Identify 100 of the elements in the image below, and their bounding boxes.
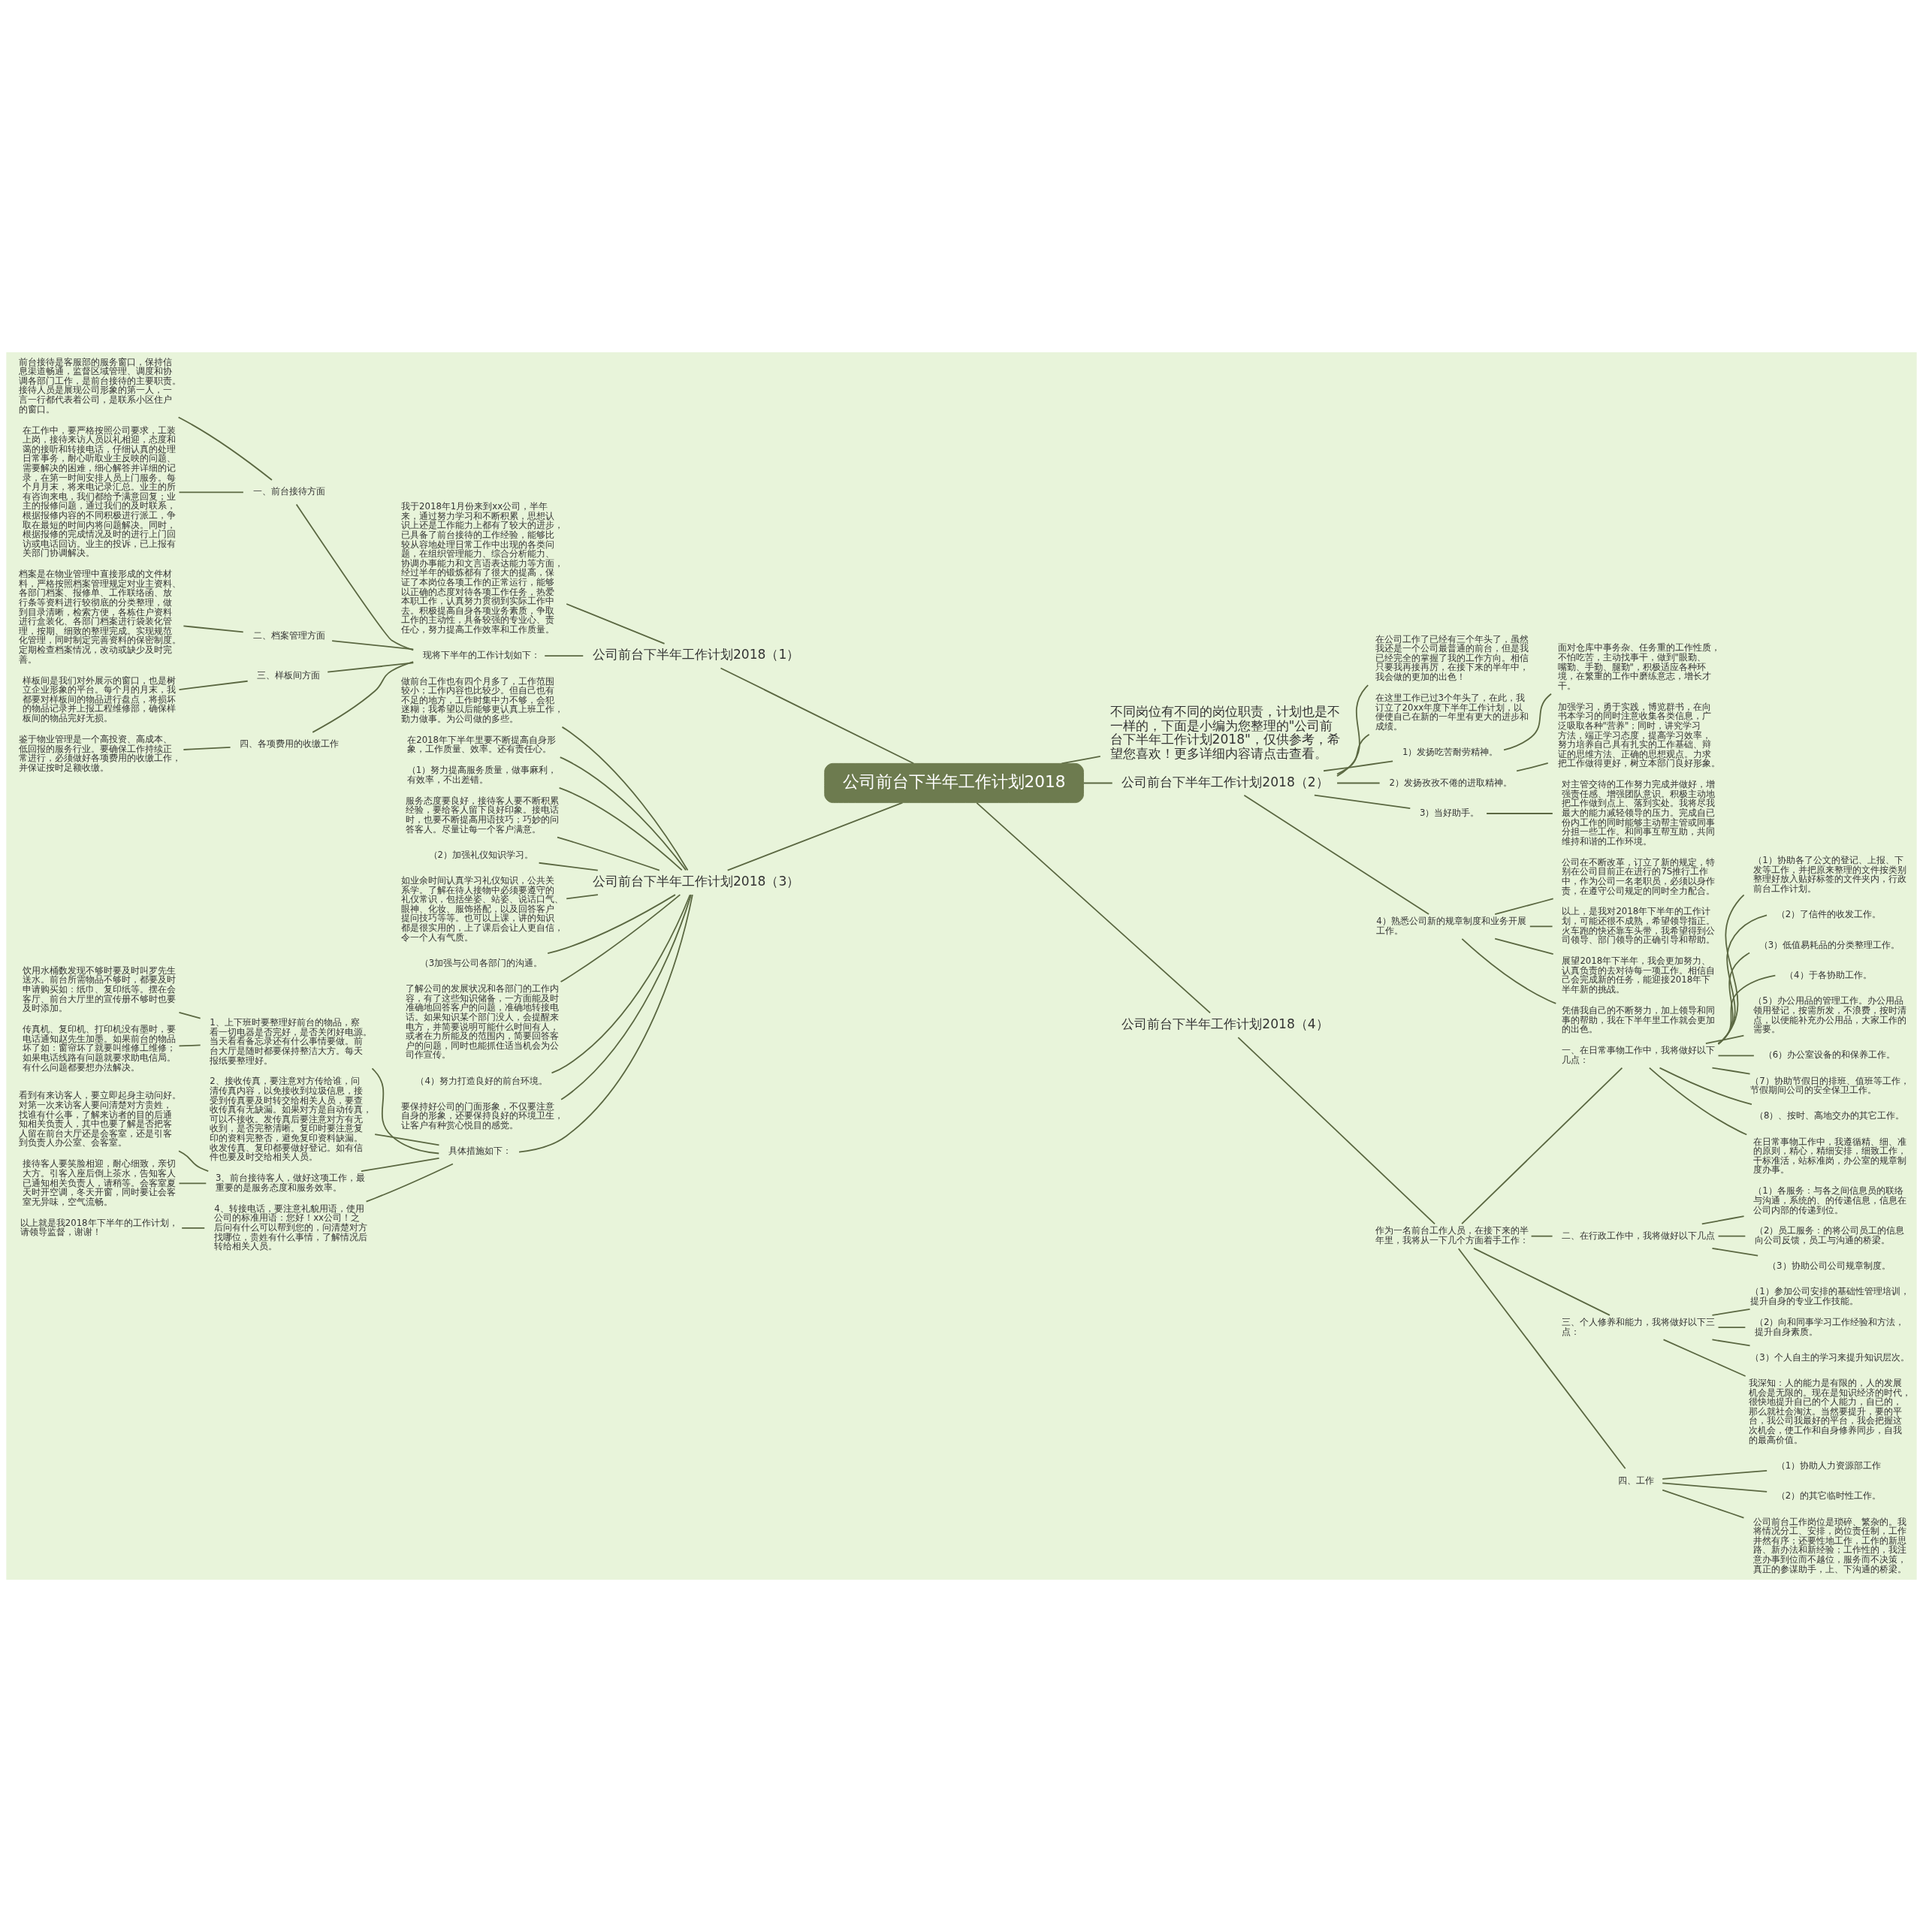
node-text: （1）努力提高服务质量，做事麻利，有效率，不出差错。: [406, 765, 557, 785]
node-text: 作为一名前台工作人员，在接下来的半年里，我将从一下几个方面着手工作：: [1375, 1225, 1529, 1246]
node-text: 公司前台下半年工作计划2018（4）: [1121, 1016, 1329, 1032]
node-text: 三、样板间方面: [257, 670, 321, 681]
connector: [327, 662, 415, 673]
node-box: 公司前台下半年工作计划2018: [824, 762, 1084, 804]
connector: [1494, 937, 1554, 955]
connector: [726, 801, 904, 871]
connector: [183, 625, 244, 633]
connector: [566, 894, 599, 900]
connector: [551, 894, 691, 1074]
node-text: 公司前台工作岗位是琐碎、繁杂的。我将情况分工、安排，岗位责任制，工作井然有序；还要性地工作，工作的新思路、新办法和新经验；工作性的，我注意办事到位而不越位，服务而不决策，真正的参谋助手，上、下沟通的桥梁。: [1753, 1516, 1907, 1574]
connector: [560, 894, 692, 1100]
connector: [1243, 794, 1429, 915]
connector: [720, 667, 915, 765]
node-text: 以上，是我对2018年下半年的工作计划，可能还很不成熟，希望领导指正。火车跑的快还靠车头带，我希望得到公司领导、部门领导的正确引导和帮助。: [1562, 906, 1716, 946]
node-text: 在日常事物工作中，我遵循精、细、准的原则，精心，精细安排，细致工作，干标准活，站标准岗，办公室的规章制度办事。: [1753, 1136, 1907, 1176]
connector: [1717, 952, 1750, 1045]
connector: [178, 1150, 210, 1173]
connector: [1336, 684, 1369, 777]
node-text: 面对仓库中事务杂、任务重的工作性质，不怕吃苦，主动找事干，做到"眼勤、嘴勤、手勤、腿勤"，积极适应各种环境，在繁重的工作中磨练意志，增长才干。: [1557, 642, 1720, 691]
connector: [178, 680, 249, 690]
node-text: 3、前台接待客人，做好这项工作，最重要的是服务态度和服务效率。: [216, 1173, 366, 1193]
node-text: 如业余时间认真学习礼仪知识，公共关系学。了解在待人接物中必须要遵守的礼仪常识，包括坐姿、站姿、说话口气、眼神、化妆、服饰搭配，以及回答客户提问技巧等等。也可以上课，讲的知识都是很实用的，上了课后会让人更自信，令一个人有气质。: [401, 875, 564, 943]
node-text: （2）的其它临时性工作。: [1776, 1490, 1882, 1502]
connector: [1494, 898, 1554, 915]
connector: [1237, 1037, 1435, 1225]
connector: [1662, 1482, 1768, 1493]
connector: [1503, 693, 1552, 751]
node-text: 展望2018年下半年，我会更加努力、认真负责的去对待每一项工作。相信自己会完成新的任务，能迎接2018年下半年新的挑战。: [1562, 955, 1716, 995]
connector: [1336, 733, 1370, 775]
connector: [1717, 1055, 1755, 1057]
connector: [360, 1157, 440, 1173]
connector: [371, 1067, 440, 1155]
connector: [544, 655, 584, 657]
connector: [178, 1182, 207, 1185]
node-text: 2）发扬孜孜不倦的进取精神。: [1389, 777, 1512, 788]
node-text: 接待客人要笑脸相迎，耐心细致，亲切大方。引客入座后倒上茶水，告知客人已通知相关负责人，请稍等。会客室夏天时开空调，冬天开窗，同时要让会客室无异味，空气流畅。: [23, 1158, 177, 1207]
node-text: 在公司工作了已经有三个年头了，虽然我还是一个公司最普通的前台，但是我已经完全的掌握了我的工作方向。相信只要我再接再厉，在接下来的半年中，我会做的更加的出色！: [1375, 633, 1529, 683]
connector: [1711, 1067, 1751, 1075]
node-text: （2）员工服务：的将公司员工的信息向公司反馈，员工与沟通的桥梁。: [1755, 1225, 1905, 1246]
node-text: 要保持好公司的门面形象，不仅要注意自身的形象，还要保持良好的环境卫生，让客户有种赏心悦目的感觉。: [401, 1100, 564, 1131]
connector: [1711, 1309, 1751, 1316]
node-text: 样板间是我们对外展示的窗口，也是树立企业形象的平台。每个月的月末，我都要对样板间的物品进行盘点，将损坏的物品记录并上报工程维修部，确保样板间的物品完好无损。: [23, 675, 177, 724]
connector: [1473, 1248, 1611, 1316]
node-text: （3）低值易耗品的分类整理工作。: [1758, 939, 1900, 950]
node-text: 2、接收传真，要注意对方传给谁，问清传真内容，以免接收到垃圾信息，接受到传真要及时转交给相关人员，要查收传真有无缺漏。如果对方是自动传真，可以不接收。发传真后要注意对方有无收到，是否完整清晰。复印时要注意复印的资料完整否，避免复印资料缺漏。收发传真、复印都要做好登记。如有信件也要及时交给相关人员。: [210, 1076, 373, 1163]
node-text: （1）协助各了公文的登记、上报、下发等工作，并把原来整理的文件按类别整理好放入贴好标签的文件夹内，行政前台工作计划。: [1753, 855, 1907, 894]
node-text: 1）发扬吃苦耐劳精神。: [1402, 747, 1499, 758]
connector: [1461, 938, 1557, 1004]
connector: [1648, 1067, 1748, 1136]
node-text: 凭借我自己的不断努力，加上领导和同事的帮助，我在下半年里工作就会更加的出色。: [1562, 1004, 1716, 1035]
connector: [181, 1227, 206, 1229]
connector: [1457, 1248, 1626, 1469]
connector: [1486, 813, 1553, 814]
connector: [1662, 1339, 1746, 1377]
connector: [1717, 914, 1768, 1045]
node-text: 公司在不断改革，订立了新的规定，特别在公司目前正在进行的7S推行工作中，作为公司一名老职员，必须以身作责，在遵守公司规定的同时全力配合。: [1562, 856, 1716, 896]
connector: [1659, 1067, 1752, 1105]
connector: [183, 747, 231, 750]
connector: [1711, 1248, 1759, 1257]
node-text: 鉴于物业管理是一个高投资、高成本、低回报的服务行业。要确保工作持续正常进行，必须做好各项费用的收缴工作，并保证按时足额收缴。: [18, 733, 181, 773]
node-text: 一、在日常事物工作中，我将做好以下几点：: [1562, 1045, 1716, 1065]
node-text: 服务态度要良好，接待客人要不断积累经验，要给客人留下良好印象。接电话时，也要不断提高用语技巧；巧妙的问答客人。尽量让每一个客户满意。: [405, 795, 559, 835]
node-text: 不同岗位有不同的岗位职责，计划也是不一样的，下面是小编为您整理的"公司前台下半年工作计划2018"，仅供参考，希望您喜欢！更多详细内容请点击查看。: [1109, 703, 1340, 762]
node-text: （2）加强礼仪知识学习。: [428, 849, 534, 860]
connector: [1082, 782, 1113, 784]
node-text: 传真机、复印机、打印机没有墨时，要电话通知赵先生加墨。如果前台的物品坏了如：窗帘坏了就要叫维修工维修；如果电话线路有问题就要求助电信局。有什么问题都要想办法解决。: [23, 1024, 177, 1073]
connector: [331, 640, 415, 651]
node-text: 4、转接电话，要注意礼貌用语，使用公司的标准用语：您好！xx公司！之后问有什么可以帮到您的，问清楚对方找哪位，贵姓有什么事情，了解情况后转给相关人员。: [214, 1203, 368, 1252]
node-text: （1）各服务：与各之间信息员的联络与沟通，系统的、的传递信息，信息在公司内部的传递到位。: [1753, 1185, 1907, 1215]
connector: [1701, 1215, 1745, 1225]
connector: [178, 1012, 201, 1019]
connector: [312, 661, 414, 733]
connector: [1516, 762, 1549, 772]
node-text: 1、上下班时要整理好前台的物品，察看一切电器是否完好，是否关闭好电源。当天看看备忘录还有什么事情要做。前台大厅是随时都要保持整洁大方。每天报纸要整理好。: [210, 1017, 373, 1066]
node-text: （4）努力打造良好的前台环境。: [415, 1075, 548, 1086]
node-text: 在工作中，要严格按照公司要求，工装上岗，接待来访人员以礼相迎，态度和蔼的接听和转接电话，仔细认真的处理日常事务，耐心听取业主反映的问题、需要解决的困难，细心解答并详细的记录，在第一时间安排人员上门服务。每个月月末，将来电记录汇总。业主的所有咨询来电，我们都给予满意回复；业主的报修问题，通过我们的及时联系，根据报修内容的不同积极进行派工，争取在最短的时间内将问题解决。同时，根据报修的完成情况及时的进行上门回访或电话回访。业主的投诉，已上报有关部门协调解决。: [23, 424, 177, 559]
node-text: 公司前台下半年工作计划2018（1）: [592, 647, 800, 663]
node-text: 对主管交待的工作努力完成并做好，增强责任感、增强团队意识。积极主动地把工作做到点上、落到实处。我将尽我最大的能力减轻领导的压力。完成自已份内工作的同时能够主动帮主管或同事分担一些工作。和同事互帮互助，共同维持和谐的工作环境。: [1562, 779, 1716, 847]
node-text: （8）、按时、高地交办的其它工作。: [1755, 1110, 1905, 1121]
node-text: 公司前台下半年工作计划2018（3）: [592, 874, 800, 889]
node-text: 档案是在物业管理中直接形成的文件材料，严格按照档案管理规定对业主资料、各部门档案、报修单、工作联络函、放行条等资料进行较彻底的分类整理，做到目录清晰，检索方便，各栋住户资料进行盒装化、各部门档案进行袋装化管理，按期、细致的整理完成。实现规范化管理，同时制定完善资料的保密制度。定期检查档案情况，改动或缺少及时完善。: [18, 569, 181, 665]
connector: [976, 801, 1211, 1014]
node-text: 公司前台下半年工作计划2018（2）: [1121, 774, 1329, 789]
connector: [1662, 1489, 1745, 1519]
node-text: （7）协助节假日的排班、值班等工作，节假期间公司的安全保卫工作。: [1750, 1075, 1909, 1096]
node-text: 具体措施如下：: [448, 1146, 512, 1157]
node-text: 在2018年下半年里要不断提高自身形象，工作质量、效率。还有责任心。: [407, 734, 556, 755]
connector: [560, 894, 681, 983]
connector: [374, 1134, 440, 1146]
connector: [1662, 1470, 1768, 1480]
connector: [178, 491, 244, 494]
node-text: 我于2018年1月份来到xx公司，半年来，通过努力学习和不断积累，思想认识上还是工作能力上都有了较大的进步，已具备了前台接待的工作经验，能够比较从容地处理日常工作中出现的各类问题，在组织管理能力、综合分析能力、协调办事能力和文言语表达能力等方面，经过半年的锻炼都有了很大的提高，保证了本岗位各项工作的正常运行，能够以正确的态度对待各项工作任务，热爱本职工作，认真努力贯彻到实际工作中去。积极提高自身各项业务素质，争取工作的主动性，具备较强的专业心、责任心，努力提高工作效率和工作质量。: [401, 501, 564, 635]
node-text: 在这里工作已过3个年头了，在此，我订立了20xx年度下半年工作计划，以便使自己在新的一年里有更大的进步和成绩。: [1375, 693, 1529, 732]
node-text: 一、前台接待方面: [252, 486, 325, 497]
node-text: 做前台工作也有四个月多了，工作范围较小；工作内容也比较少。但自己也有不足的地方，工作时集中力不够，会犯迷糊；我希望以后能够更认真上班工作，勤力做事。为公司做的多些。: [401, 675, 564, 724]
node-text: 四、各项费用的收缴工作: [240, 738, 340, 750]
connector: [177, 416, 273, 481]
node-text: 了解公司的发展状况和各部门的工作内容，有了这些知识储备，一方面能及时准确地回答客户的问题，准确地转接电话。如果知识某个部门没人，会提醒来电方，并简要说明可能什么时间有人，或者在力所能及的范围内，简要回答客户的问题，同时也能抓住适当机会为公司作宣传。: [405, 983, 559, 1061]
